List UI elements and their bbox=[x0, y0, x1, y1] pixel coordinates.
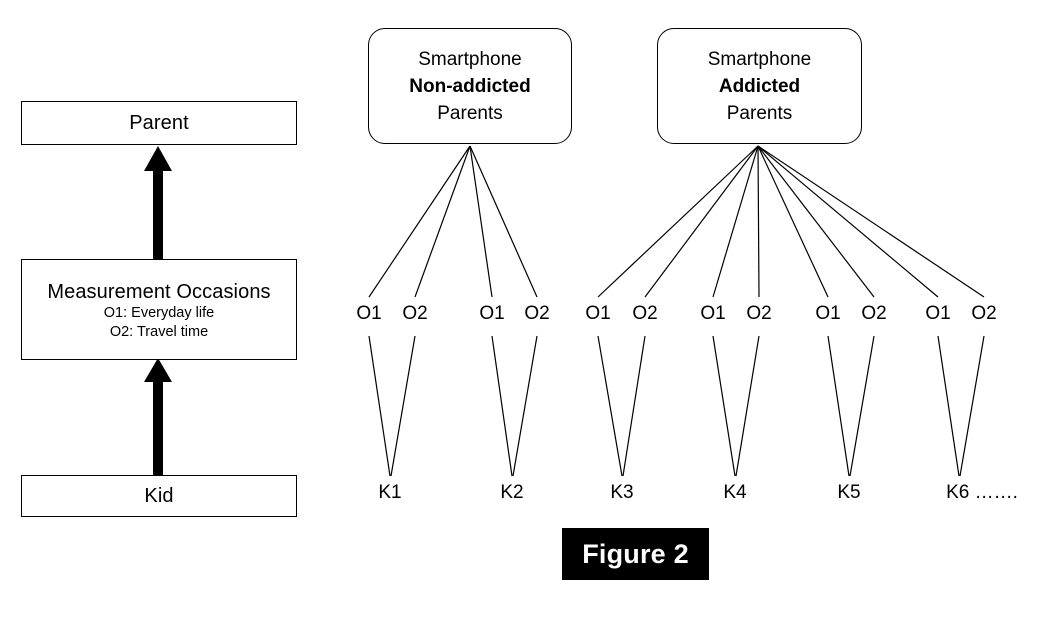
group-box-non-addicted-parents[interactable]: Smartphone Non-addicted Parents bbox=[368, 28, 572, 144]
edge-addicted-to-o2a bbox=[644, 145, 759, 298]
occasion-node-o2-k6[interactable]: O2 bbox=[971, 303, 997, 324]
occasion-node-o1-k2[interactable]: O1 bbox=[479, 303, 505, 324]
edge-addicted-to-o1d bbox=[757, 145, 939, 298]
group-line-parents: Parents bbox=[726, 102, 793, 124]
edge-nonaddicted-to-o2b bbox=[469, 145, 538, 298]
edge-nonaddicted-to-o1a bbox=[368, 145, 471, 298]
edge-o2b-to-k2 bbox=[512, 335, 538, 477]
kid-node-k3[interactable]: K3 bbox=[610, 482, 634, 503]
edge-o1e-to-k5 bbox=[827, 335, 850, 477]
edge-o2a-to-k1 bbox=[390, 335, 416, 477]
kid-node-k6[interactable]: K6 ……. bbox=[946, 482, 1018, 503]
occasion-node-o1-k1[interactable]: O1 bbox=[356, 303, 382, 324]
edge-o2f-to-k6 bbox=[959, 335, 985, 477]
figure-caption: Figure 2 bbox=[562, 528, 709, 580]
group-line-smartphone: Smartphone bbox=[707, 48, 812, 70]
arrow-kid-to-measurement bbox=[144, 358, 172, 475]
group-line-smartphone: Smartphone bbox=[418, 48, 522, 70]
arrow-measurement-to-parent bbox=[144, 146, 172, 259]
kid-node-k5[interactable]: K5 bbox=[837, 482, 861, 503]
occasion-node-o2-k2[interactable]: O2 bbox=[524, 303, 550, 324]
occasion-node-o2-k1[interactable]: O2 bbox=[402, 303, 428, 324]
edge-addicted-to-o1b bbox=[712, 145, 759, 298]
edge-addicted-to-o1a bbox=[597, 145, 759, 298]
group-line-addicted: Addicted bbox=[718, 75, 801, 97]
kid-node-k2[interactable]: K2 bbox=[500, 482, 524, 503]
edge-o2e-to-k5 bbox=[849, 335, 875, 477]
edge-o1b-to-k2 bbox=[491, 335, 513, 477]
edge-o1c-to-k3 bbox=[597, 335, 623, 477]
edge-addicted-to-o2b bbox=[757, 145, 760, 298]
level-title-parent: Parent bbox=[129, 112, 189, 134]
edge-addicted-to-o1c bbox=[757, 145, 829, 298]
level-title-kid: Kid bbox=[144, 485, 174, 507]
edge-o2d-to-k4 bbox=[735, 335, 760, 477]
edge-addicted-to-o2c bbox=[757, 145, 875, 298]
level-subline-o1: O1: Everyday life bbox=[103, 304, 215, 321]
occasion-node-o2-k5[interactable]: O2 bbox=[861, 303, 887, 324]
kid-node-k1[interactable]: K1 bbox=[378, 482, 402, 503]
occasion-node-o1-k4[interactable]: O1 bbox=[700, 303, 726, 324]
level-box-measurement-occasions[interactable]: Measurement Occasions O1: Everyday life … bbox=[21, 259, 297, 360]
occasion-node-o1-k6[interactable]: O1 bbox=[925, 303, 951, 324]
occasion-node-o2-k3[interactable]: O2 bbox=[632, 303, 658, 324]
edge-o1d-to-k4 bbox=[712, 335, 736, 477]
edge-nonaddicted-to-o2a bbox=[414, 145, 471, 298]
level-subline-o2: O2: Travel time bbox=[109, 323, 209, 340]
level-title-measurement-occasions: Measurement Occasions bbox=[47, 280, 271, 303]
edge-addicted-to-o2d bbox=[757, 145, 985, 298]
group-line-non-addicted: Non-addicted bbox=[409, 75, 531, 97]
occasion-node-o2-k4[interactable]: O2 bbox=[746, 303, 772, 324]
group-line-parents: Parents bbox=[437, 102, 503, 124]
occasion-node-o1-k3[interactable]: O1 bbox=[585, 303, 611, 324]
group-box-addicted-parents[interactable]: Smartphone Addicted Parents bbox=[657, 28, 862, 144]
edge-nonaddicted-to-o1b bbox=[469, 145, 493, 298]
edge-o1f-to-k6 bbox=[937, 335, 960, 477]
kid-node-k4[interactable]: K4 bbox=[723, 482, 747, 503]
edge-o2c-to-k3 bbox=[622, 335, 646, 477]
level-box-kid[interactable]: Kid bbox=[21, 475, 297, 517]
occasion-node-o1-k5[interactable]: O1 bbox=[815, 303, 841, 324]
edge-o1a-to-k1 bbox=[368, 335, 391, 477]
level-box-parent[interactable]: Parent bbox=[21, 101, 297, 145]
